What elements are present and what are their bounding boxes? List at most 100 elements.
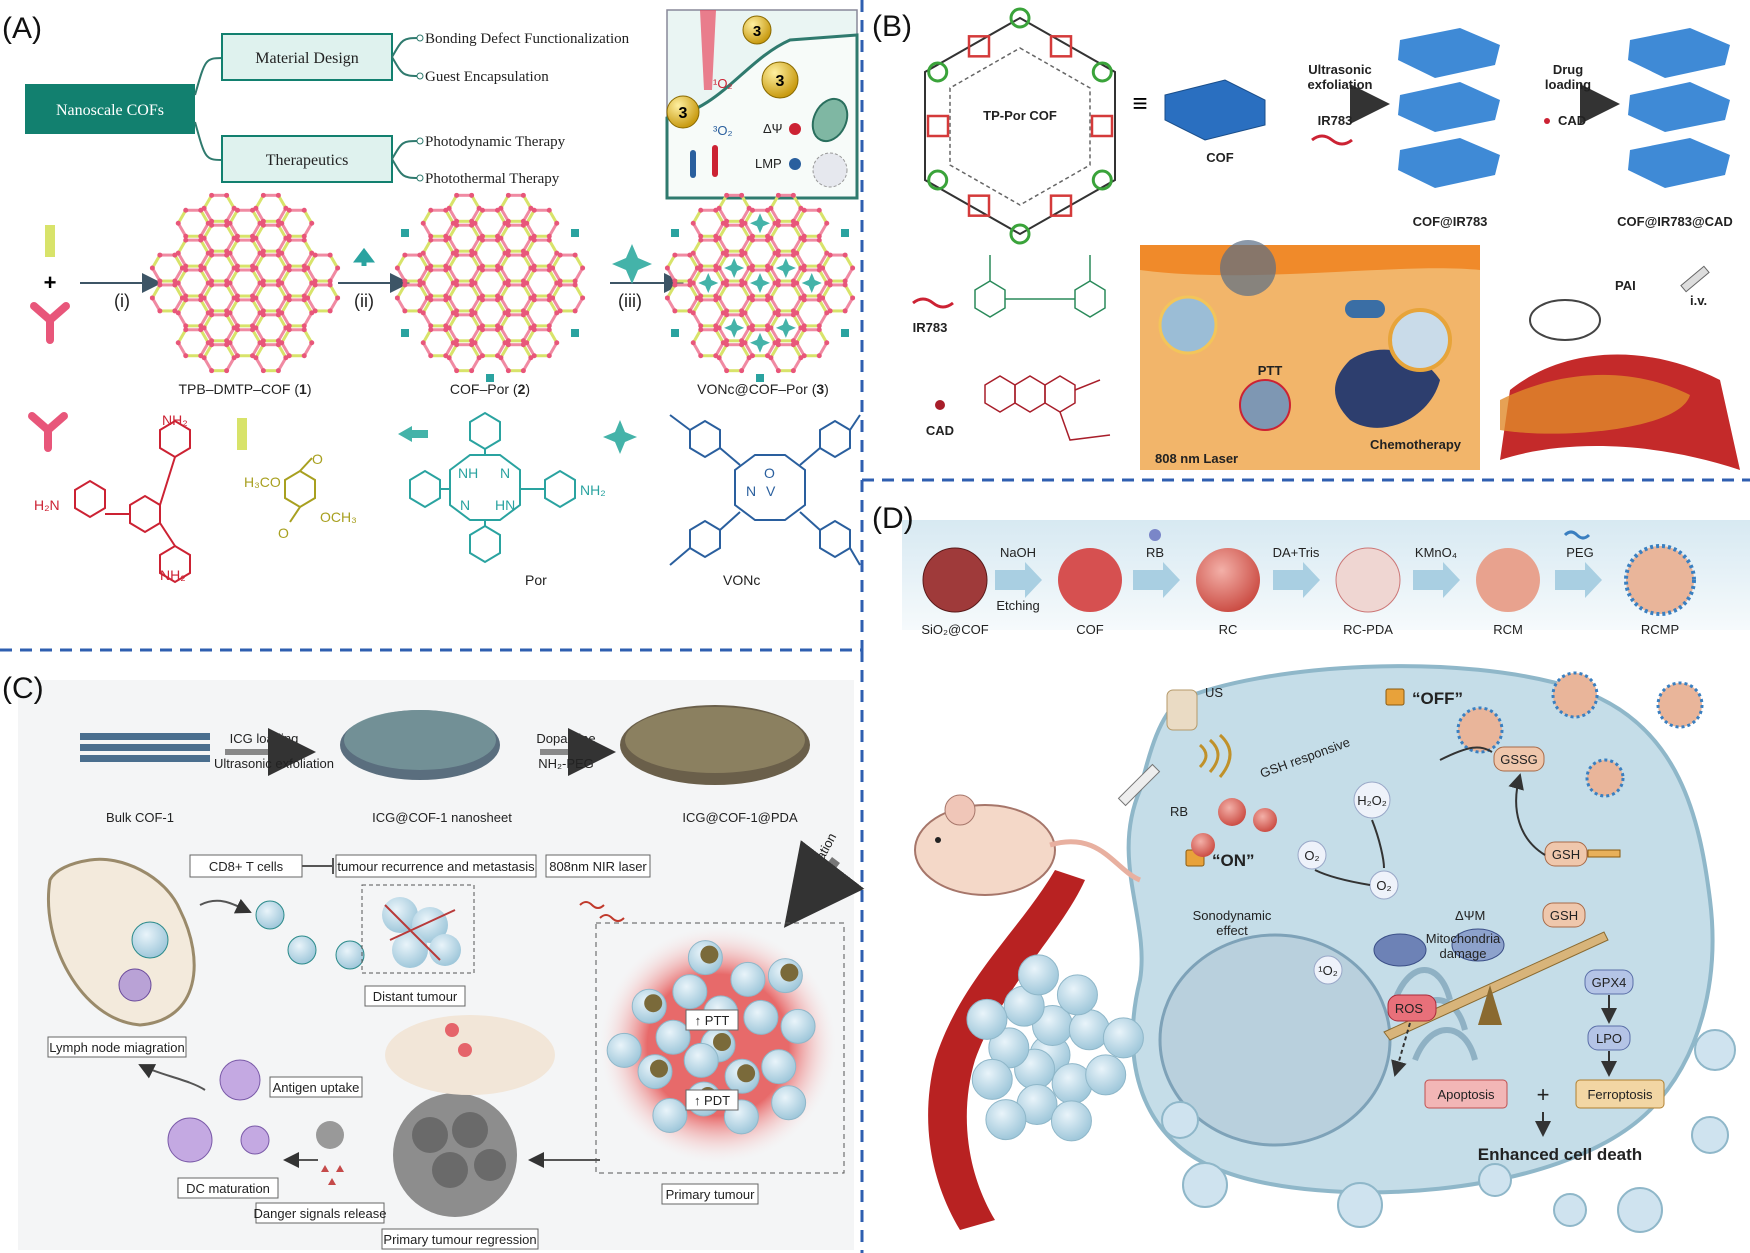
lattice-bond bbox=[254, 356, 265, 372]
lattice-bond bbox=[843, 267, 854, 282]
por-tag-icon bbox=[671, 229, 679, 237]
lattice-bond bbox=[421, 282, 433, 297]
lattice-bond bbox=[792, 297, 803, 312]
lattice-bond bbox=[280, 329, 291, 344]
lattice-bond bbox=[225, 267, 236, 282]
lattice-node bbox=[716, 355, 722, 361]
lattice-node bbox=[801, 267, 807, 273]
lymph-node bbox=[47, 857, 196, 1027]
gsh1-label: GSH bbox=[1552, 847, 1580, 862]
lattice-bond bbox=[817, 209, 829, 224]
lattice-node bbox=[794, 310, 800, 316]
lattice-bond bbox=[251, 252, 262, 267]
lattice-bond bbox=[766, 269, 777, 284]
lattice-bond bbox=[714, 329, 725, 344]
mitochondria-icon bbox=[811, 97, 849, 143]
lattice-node bbox=[428, 207, 434, 213]
lattice-bond bbox=[151, 297, 162, 312]
lattice-node bbox=[698, 327, 704, 333]
lattice-node bbox=[775, 222, 781, 228]
lattice-node bbox=[801, 353, 807, 359]
lattice-bond bbox=[251, 282, 262, 297]
lattice-bond bbox=[470, 254, 481, 269]
nh2-bottom-label: NH₂ bbox=[160, 567, 186, 583]
lattice-node bbox=[480, 263, 485, 269]
lattice-node bbox=[505, 312, 511, 318]
lattice-bond bbox=[843, 297, 854, 312]
porphyrin-node bbox=[926, 114, 950, 138]
lattice-bond bbox=[254, 314, 265, 329]
tumour-cell bbox=[761, 1049, 797, 1085]
lattice-bond bbox=[547, 222, 559, 237]
lattice-bond bbox=[717, 356, 728, 372]
lattice-bond bbox=[328, 254, 339, 269]
cad-dot-icon bbox=[1544, 118, 1550, 124]
lattice-node bbox=[724, 222, 730, 228]
lattice-node bbox=[775, 368, 781, 374]
lattice-bond bbox=[769, 194, 780, 210]
lattice-bond bbox=[688, 284, 699, 299]
h2o2-label: H₂O₂ bbox=[1357, 793, 1387, 808]
panel-d: (D) NaOH Etching RB DA+Tris KMnO₄ PEG Si… bbox=[872, 502, 1750, 1233]
panel-c-label: (C) bbox=[2, 672, 44, 705]
lattice-node bbox=[286, 233, 292, 239]
lattice-node bbox=[824, 310, 830, 316]
lattice-node bbox=[209, 342, 215, 348]
lattice-node bbox=[713, 267, 719, 273]
lattice-bond bbox=[473, 329, 484, 344]
lattice-node bbox=[420, 250, 426, 256]
pda-nanosheet-icon bbox=[644, 994, 663, 1013]
lattice-node bbox=[546, 327, 552, 333]
lattice-bond bbox=[447, 237, 458, 252]
lattice-bond bbox=[795, 269, 806, 284]
lattice-bond bbox=[151, 284, 162, 299]
lattice-bond bbox=[418, 254, 429, 269]
us-label: US bbox=[1205, 685, 1223, 700]
por-hn: HN bbox=[495, 497, 515, 513]
lattice-bond bbox=[496, 282, 507, 297]
cof-1-lattice bbox=[149, 192, 341, 374]
seesaw bbox=[1383, 931, 1609, 1041]
exfoliation-label: exfoliation bbox=[1307, 77, 1372, 92]
lattice-node bbox=[175, 250, 181, 256]
lattice-bond bbox=[740, 254, 751, 269]
lattice-node bbox=[286, 297, 292, 303]
mouse-icon bbox=[914, 804, 1056, 896]
cof-label: COF bbox=[1206, 150, 1234, 165]
lattice-node bbox=[209, 222, 215, 228]
lattice-bond bbox=[225, 356, 236, 372]
lattice-node bbox=[801, 327, 807, 333]
pai-label: PAI bbox=[1615, 278, 1636, 293]
lattice-node bbox=[524, 310, 530, 316]
lattice-bond bbox=[396, 284, 407, 299]
ultrasonic-label: Ultrasonic bbox=[1308, 62, 1372, 77]
lattice-bond bbox=[302, 312, 314, 327]
lattice-bond bbox=[254, 327, 265, 342]
lattice-node bbox=[742, 220, 748, 226]
lattice-bond bbox=[499, 356, 510, 372]
vonc-guest-icon bbox=[750, 332, 770, 353]
lattice-bond bbox=[254, 237, 265, 252]
lattice-bond bbox=[254, 297, 265, 312]
lattice-node bbox=[235, 207, 240, 213]
lattice-node bbox=[428, 233, 434, 239]
lattice-bond bbox=[302, 299, 314, 314]
lattice-bond bbox=[444, 222, 455, 237]
ptt-c-label: ↑ PTT bbox=[695, 1013, 730, 1028]
thermometer-icon bbox=[690, 150, 696, 178]
lattice-node bbox=[750, 263, 755, 269]
aldehyde-linker-legend-icon bbox=[237, 418, 247, 450]
tumour-cell bbox=[743, 999, 779, 1035]
lattice-bond bbox=[691, 209, 703, 224]
lattice-node bbox=[149, 295, 155, 301]
cad-arrow-label: CAD bbox=[1558, 113, 1586, 128]
lattice-node bbox=[750, 237, 755, 243]
lattice-bond bbox=[225, 284, 236, 299]
lattice-bond bbox=[254, 194, 265, 210]
delta-psi-label: ΔΨ bbox=[763, 121, 783, 136]
amine-tag-icon bbox=[353, 247, 375, 266]
tumour-cell bbox=[1085, 1054, 1127, 1096]
plus-sign: + bbox=[44, 270, 57, 295]
lattice-bond bbox=[766, 222, 777, 237]
